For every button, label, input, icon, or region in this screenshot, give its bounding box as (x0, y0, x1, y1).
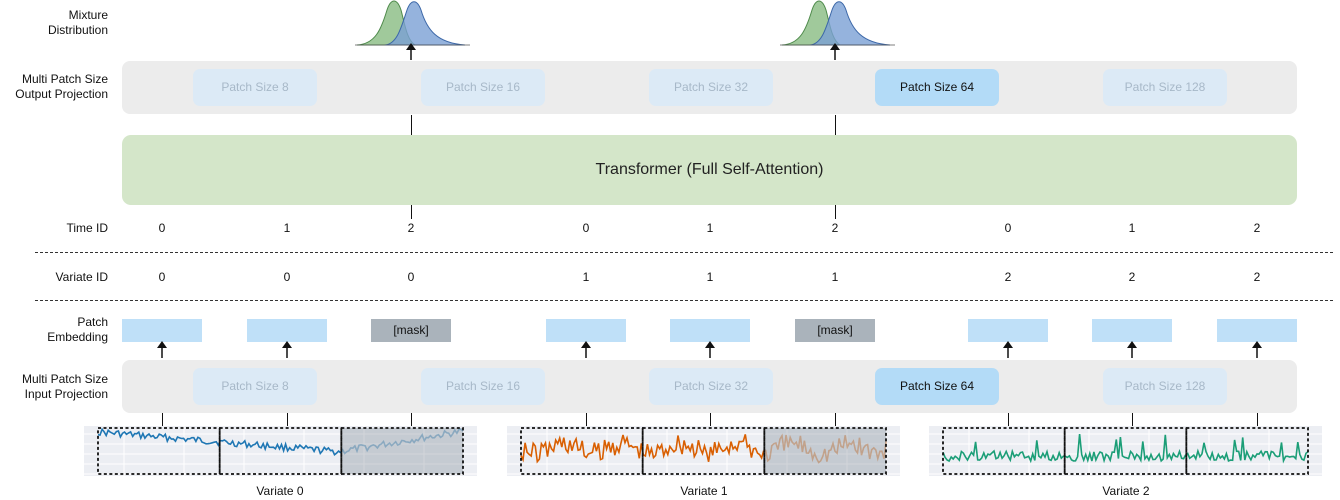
variate-1-series (507, 426, 900, 476)
patch-embedding (670, 319, 750, 342)
divider (35, 300, 1333, 301)
patch-embedding (1092, 319, 1172, 342)
arrow-up-icon (1252, 341, 1262, 358)
variate-2-label: Variate 2 (1102, 484, 1150, 498)
variate-0-series (84, 426, 477, 476)
time-id: 0 (1004, 221, 1012, 235)
arrow-up-icon (157, 341, 167, 358)
output-patch-size-16: Patch Size 16 (421, 69, 545, 106)
variate-id: 2 (1253, 270, 1261, 284)
connector-line (1008, 413, 1009, 426)
variate-id: 0 (407, 270, 415, 284)
variate-1-label: Variate 1 (680, 484, 728, 498)
variate-id: 0 (283, 270, 291, 284)
output-patch-size-8: Patch Size 8 (193, 69, 317, 106)
connector-line (710, 413, 711, 426)
patch-embedding (122, 319, 202, 342)
arrow-up-icon (830, 43, 840, 60)
time-id: 1 (1128, 221, 1136, 235)
output-patch-size-32: Patch Size 32 (649, 69, 773, 106)
variate-id: 1 (582, 270, 590, 284)
connector-line (287, 413, 288, 426)
connector-line (411, 115, 412, 135)
arrow-up-icon (1003, 341, 1013, 358)
connector-line (835, 413, 836, 426)
connector-line (835, 115, 836, 135)
connector-line (835, 205, 836, 219)
time-id: 1 (283, 221, 291, 235)
connector-line (411, 205, 412, 219)
mixture-distribution-label: Mixture Distribution (47, 8, 108, 37)
input-patch-size-128: Patch Size 128 (1103, 368, 1227, 405)
variate-id: 2 (1004, 270, 1012, 284)
time-id: 2 (831, 221, 839, 235)
mixture-distribution-1 (355, 0, 470, 46)
patch-embedding-label: Patch Embedding (47, 315, 108, 344)
time-id: 1 (706, 221, 714, 235)
variate-2-series (929, 426, 1322, 476)
connector-line (586, 413, 587, 426)
time-id: 2 (407, 221, 415, 235)
time-id: 0 (158, 221, 166, 235)
connector-line (411, 413, 412, 426)
output-projection-label: Multi Patch Size Output Projection (15, 72, 108, 101)
time-id: 2 (1253, 221, 1261, 235)
connector-line (162, 413, 163, 426)
connector-line (1132, 413, 1133, 426)
arrow-up-icon (581, 341, 591, 358)
arrow-up-icon (705, 341, 715, 358)
mixture-distribution-2 (780, 0, 895, 46)
time-id: 0 (582, 221, 590, 235)
variate-id-label: Variate ID (55, 270, 108, 284)
patch-embedding (247, 319, 327, 342)
time-id-label: Time ID (66, 221, 108, 235)
output-projection-panel: Patch Size 8 Patch Size 16 Patch Size 32… (122, 61, 1297, 114)
input-patch-size-64: Patch Size 64 (875, 368, 999, 405)
connector-line (1257, 413, 1258, 426)
mask-token: [mask] (795, 319, 875, 342)
input-patch-size-8: Patch Size 8 (193, 368, 317, 405)
patch-embedding (1217, 319, 1297, 342)
patch-embedding (968, 319, 1048, 342)
output-patch-size-128: Patch Size 128 (1103, 69, 1227, 106)
output-patch-size-64: Patch Size 64 (875, 69, 999, 106)
variate-id: 1 (706, 270, 714, 284)
arrow-up-icon (406, 43, 416, 60)
variate-id: 2 (1128, 270, 1136, 284)
variate-0-label: Variate 0 (256, 484, 304, 498)
variate-id: 0 (158, 270, 166, 284)
arrow-up-icon (1127, 341, 1137, 358)
input-projection-panel: Patch Size 8 Patch Size 16 Patch Size 32… (122, 360, 1297, 413)
mask-token: [mask] (371, 319, 451, 342)
patch-embedding (546, 319, 626, 342)
transformer-block: Transformer (Full Self-Attention) (122, 135, 1297, 205)
input-patch-size-32: Patch Size 32 (649, 368, 773, 405)
variate-id: 1 (831, 270, 839, 284)
divider (35, 252, 1333, 253)
input-patch-size-16: Patch Size 16 (421, 368, 545, 405)
input-projection-label: Multi Patch Size Input Projection (21, 372, 108, 401)
arrow-up-icon (282, 341, 292, 358)
